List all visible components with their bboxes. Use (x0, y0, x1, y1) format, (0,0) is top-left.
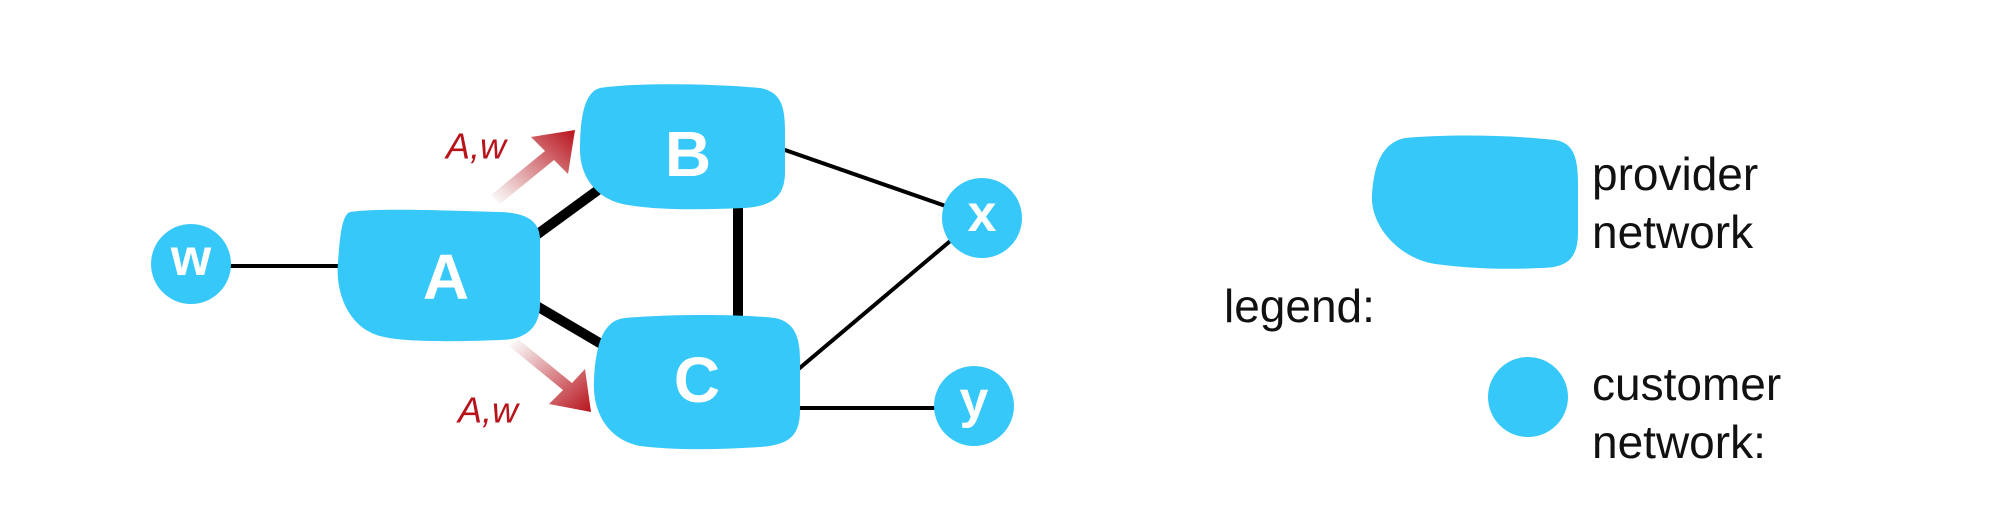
customer-network-x: x (942, 178, 1022, 258)
advertisement-label-c: A,w (456, 390, 520, 431)
node-label-b: B (665, 118, 711, 190)
provider-network-b: B (580, 84, 785, 210)
provider-network-blob (580, 84, 785, 210)
legend-provider-label-line2: network (1592, 206, 1754, 258)
customer-network-w: w (151, 224, 231, 304)
node-label-w: w (170, 229, 212, 287)
link-c-x (793, 235, 957, 374)
gradient-arrow-icon (491, 130, 575, 204)
provider-network-blob (337, 209, 540, 342)
customer-network-circle (934, 366, 1014, 446)
legend-customer-label-line2: network: (1592, 416, 1766, 468)
advertisement-to-b: A,w (444, 126, 575, 204)
node-label-a: A (423, 241, 469, 313)
provider-network-c: C (593, 315, 800, 450)
provider-network-blob (593, 315, 800, 450)
gradient-arrow-icon (509, 339, 591, 412)
customer-network-circle (942, 178, 1022, 258)
legend: legend: provider network customer networ… (1224, 135, 1781, 468)
legend-provider-label-line1: provider (1592, 148, 1758, 200)
provider-network-a: A (337, 209, 540, 342)
legend-provider-swatch (1371, 135, 1578, 269)
legend-title: legend: (1224, 280, 1375, 332)
customer-network-y: y (934, 366, 1014, 446)
legend-customer-label-line1: customer (1592, 358, 1781, 410)
node-label-c: C (674, 344, 720, 416)
advertisement-to-c: A,w (456, 339, 591, 431)
node-label-y: y (960, 371, 989, 429)
legend-customer-swatch (1488, 357, 1568, 437)
customer-network-circle (151, 224, 231, 304)
node-label-x: x (968, 185, 997, 243)
advertisement-label-b: A,w (444, 126, 508, 167)
